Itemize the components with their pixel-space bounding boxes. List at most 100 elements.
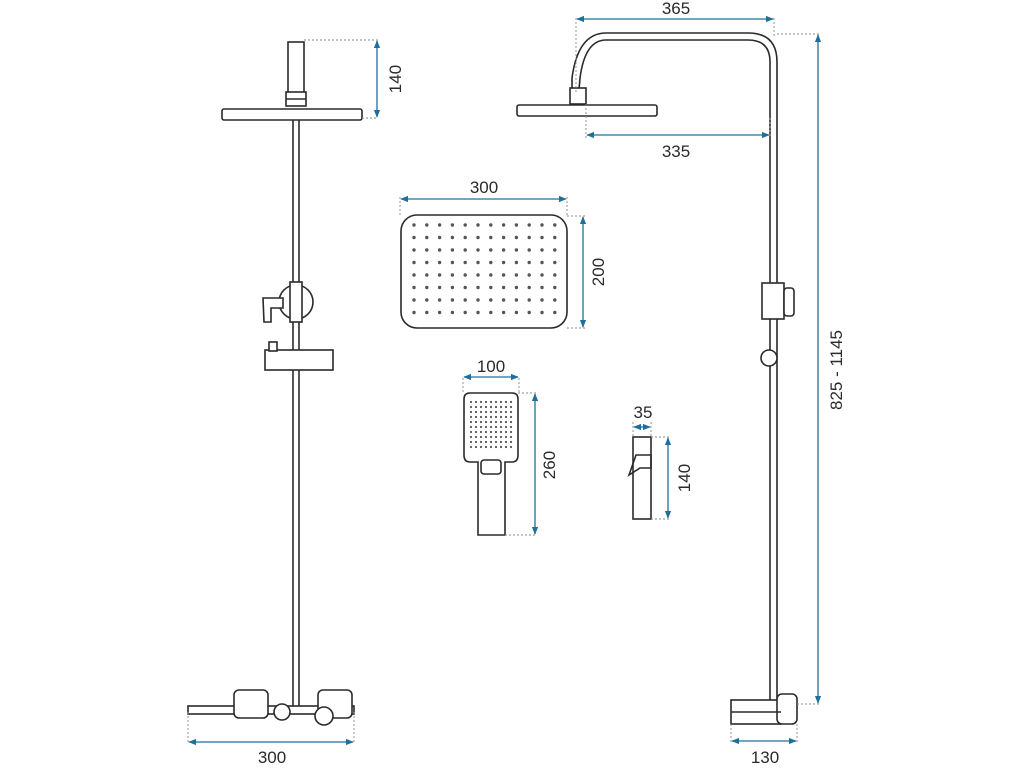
nozzle-dot <box>527 235 531 240</box>
nozzle-dot <box>450 248 455 252</box>
nozzle-dot <box>540 223 544 227</box>
nozzle-dot <box>412 285 416 290</box>
front-head-neck <box>287 41 305 95</box>
nozzle-dot <box>437 298 442 302</box>
front-slide-holder <box>264 349 334 371</box>
nozzle-dot <box>474 430 478 434</box>
nozzle-dot <box>494 435 498 439</box>
nozzle-dot <box>479 420 483 424</box>
nozzle-dot <box>494 425 498 429</box>
nozzle-dot <box>501 273 506 277</box>
nozzle-dot <box>425 260 429 265</box>
nozzle-dot <box>509 415 513 419</box>
nozzle-dot <box>499 425 503 429</box>
dim-label-hand-width: 100 <box>477 357 505 376</box>
nozzle-dot <box>540 298 544 302</box>
nozzle-dot <box>489 400 493 404</box>
nozzle-dot <box>476 223 480 227</box>
nozzle-dot <box>489 405 493 409</box>
front-mixer-left <box>233 689 269 719</box>
nozzle-dot <box>494 430 498 434</box>
nozzle-dot <box>489 420 493 424</box>
nozzle-dot <box>450 285 455 290</box>
nozzle-dot <box>553 285 557 290</box>
nozzle-dot <box>425 235 429 240</box>
nozzle-dot <box>484 410 488 414</box>
nozzle-dot <box>469 420 473 424</box>
nozzle-dot <box>450 235 455 240</box>
nozzle-dot <box>484 405 488 409</box>
nozzle-dot <box>504 420 508 424</box>
nozzle-dot <box>412 310 416 315</box>
nozzle-dot <box>509 445 513 449</box>
nozzle-dot <box>484 435 488 439</box>
nozzle-dot <box>527 248 531 252</box>
nozzle-dot <box>425 298 429 302</box>
nozzle-dot <box>540 248 544 252</box>
nozzle-dot <box>463 235 467 240</box>
nozzle-dot <box>479 435 483 439</box>
nozzle-dot <box>527 273 531 277</box>
nozzle-dot <box>540 310 544 315</box>
nozzle-dot <box>494 410 498 414</box>
nozzle-dot <box>469 405 473 409</box>
nozzle-dot <box>474 420 478 424</box>
nozzle-dot <box>527 310 531 315</box>
nozzle-dot <box>499 410 503 414</box>
nozzle-dot <box>489 285 493 290</box>
nozzle-dot <box>425 285 429 290</box>
nozzle-dot <box>479 425 483 429</box>
nozzle-dot <box>504 405 508 409</box>
nozzle-dot <box>527 285 531 290</box>
nozzle-dot <box>504 400 508 404</box>
front-rain-head <box>221 108 363 121</box>
nozzle-dot <box>489 273 493 277</box>
nozzle-dot <box>479 430 483 434</box>
nozzle-dot <box>412 248 416 252</box>
nozzle-dot <box>476 310 480 315</box>
nozzle-dot <box>437 235 442 240</box>
nozzle-dot <box>437 285 442 290</box>
nozzle-dot <box>494 400 498 404</box>
nozzle-dot <box>553 235 557 240</box>
nozzle-dot <box>474 400 478 404</box>
dim-label-front-base: 300 <box>258 748 286 767</box>
nozzle-dot <box>514 223 519 227</box>
nozzle-dot <box>499 420 503 424</box>
nozzle-dot <box>479 410 483 414</box>
nozzle-dot <box>474 435 478 439</box>
nozzle-dot <box>509 430 513 434</box>
nozzle-dot <box>437 273 442 277</box>
nozzle-dot <box>437 248 442 252</box>
nozzle-dot <box>494 445 498 449</box>
front-view <box>187 41 363 726</box>
nozzle-dot <box>474 445 478 449</box>
nozzle-dot <box>540 273 544 277</box>
nozzle-dot <box>489 310 493 315</box>
nozzle-dot <box>463 285 467 290</box>
nozzle-dot <box>479 415 483 419</box>
nozzle-dot <box>494 405 498 409</box>
dim-label-rain-width: 300 <box>470 178 498 197</box>
dim-label-front-neck: 140 <box>386 65 405 93</box>
nozzle-dot <box>484 400 488 404</box>
nozzle-dot <box>509 435 513 439</box>
nozzle-dot <box>450 310 455 315</box>
nozzle-dot <box>499 415 503 419</box>
nozzle-dot <box>499 405 503 409</box>
nozzle-dot <box>450 260 455 265</box>
nozzle-dot <box>527 260 531 265</box>
nozzle-dot <box>504 415 508 419</box>
rain-head-plate <box>400 214 568 329</box>
nozzle-dot <box>463 310 467 315</box>
dim-rain-width: 300 <box>399 178 568 215</box>
nozzle-dot <box>509 440 513 444</box>
nozzle-dot <box>499 400 503 404</box>
nozzle-dot <box>479 445 483 449</box>
nozzle-dot <box>469 430 473 434</box>
nozzle-dot <box>504 440 508 444</box>
nozzle-dot <box>425 248 429 252</box>
nozzle-dot <box>489 445 493 449</box>
nozzle-dot <box>514 260 519 265</box>
nozzle-dot <box>412 223 416 227</box>
